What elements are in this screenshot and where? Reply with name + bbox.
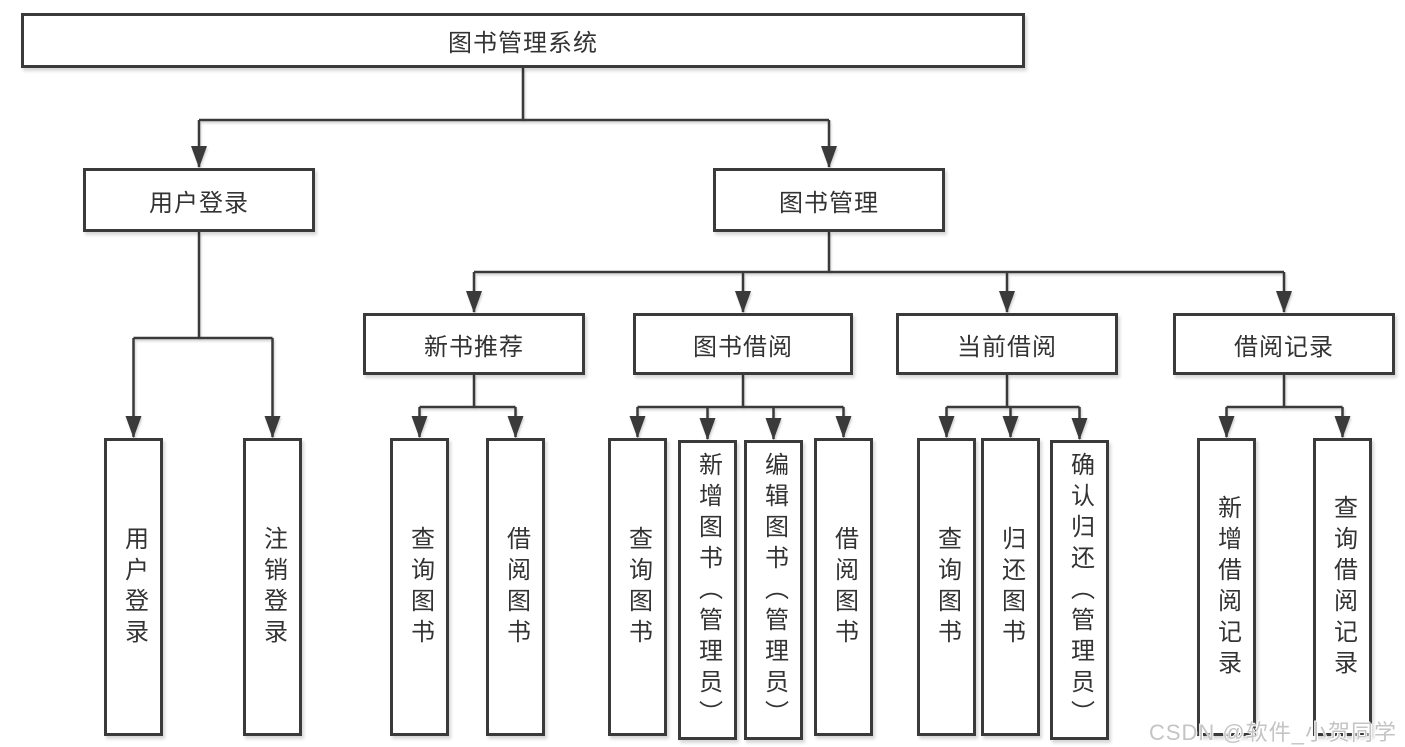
node-edit-book-admin: 编辑图书（管理员） bbox=[744, 440, 803, 740]
node-query-books-borrowing: 查询图书 bbox=[608, 438, 667, 736]
node-book-borrowing: 图书借阅 bbox=[633, 313, 853, 375]
node-borrow-books-recommend: 借阅图书 bbox=[486, 438, 545, 736]
node-borrowing-records: 借阅记录 bbox=[1173, 313, 1395, 375]
node-logout: 注销登录 bbox=[243, 438, 302, 736]
node-query-books-recommend: 查询图书 bbox=[390, 438, 449, 736]
node-library-management-system: 图书管理系统 bbox=[21, 13, 1025, 68]
node-add-book-admin: 新增图书（管理员） bbox=[678, 440, 737, 740]
node-user-login-branch: 用户登录 bbox=[83, 168, 315, 232]
node-add-borrow-record: 新增借阅记录 bbox=[1197, 438, 1256, 736]
node-book-management-branch: 图书管理 bbox=[713, 168, 945, 232]
watermark-csdn: CSDN @软件_小贺同学 bbox=[1148, 720, 1397, 745]
node-query-books-current: 查询图书 bbox=[917, 438, 976, 736]
node-borrow-books: 借阅图书 bbox=[814, 438, 873, 736]
node-new-book-recommendation: 新书推荐 bbox=[363, 313, 585, 375]
node-query-borrow-record: 查询借阅记录 bbox=[1313, 438, 1372, 736]
node-current-borrowing: 当前借阅 bbox=[896, 313, 1118, 375]
node-return-book: 归还图书 bbox=[981, 438, 1040, 736]
node-user-login-leaf: 用户登录 bbox=[104, 438, 163, 736]
node-confirm-return-admin: 确认归还（管理员） bbox=[1050, 440, 1109, 740]
